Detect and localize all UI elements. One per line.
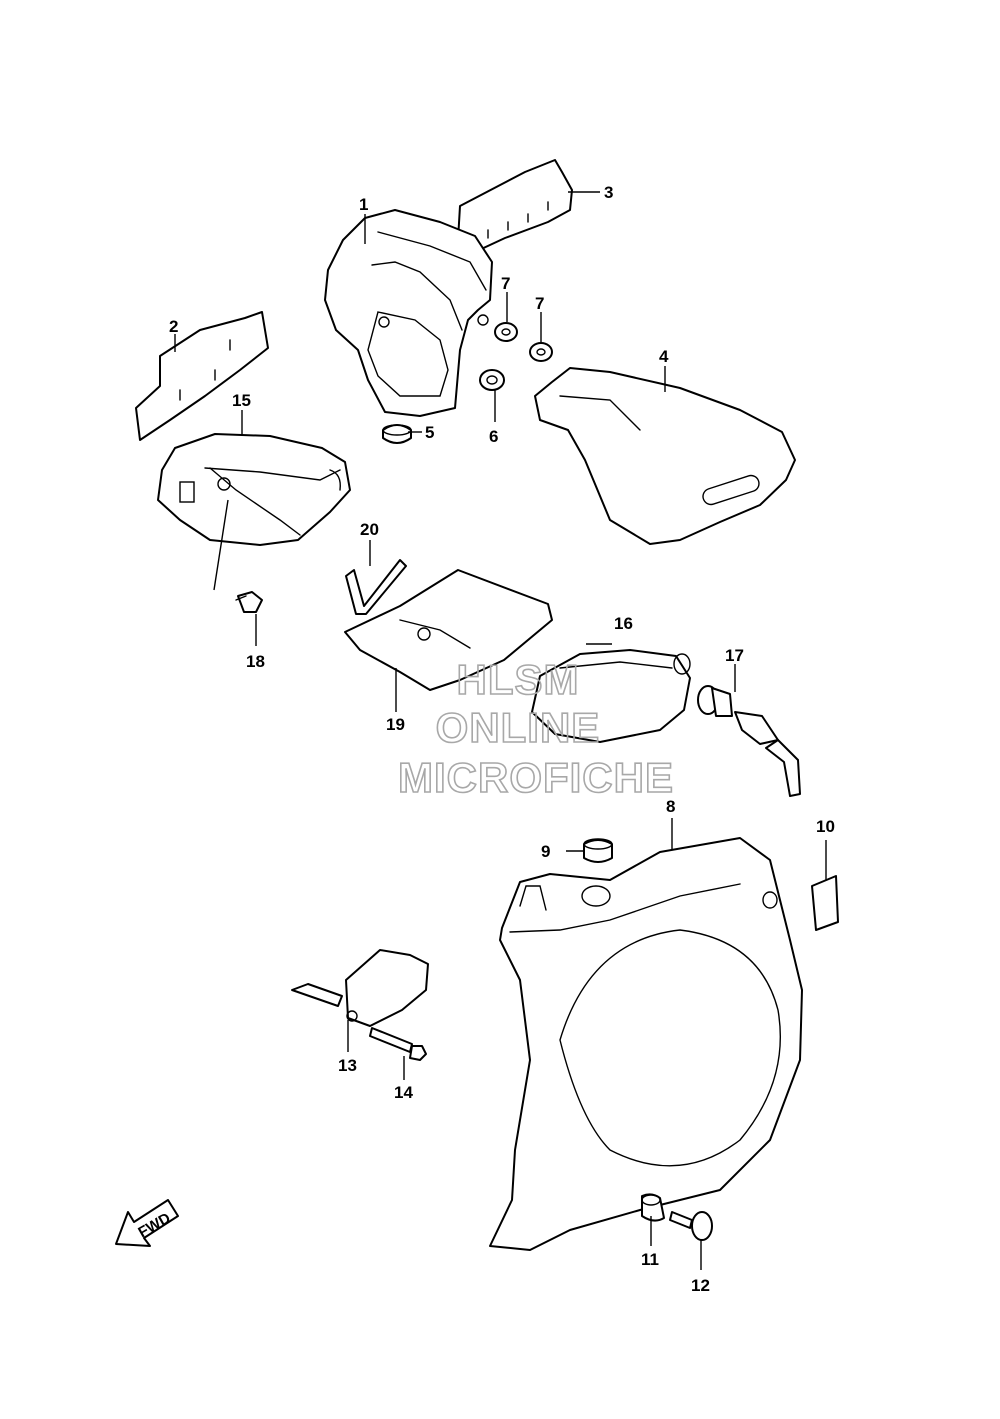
- callout-16: 16: [614, 614, 633, 633]
- callout-7-a: 7: [501, 274, 510, 293]
- part-19-tray: [344, 569, 553, 691]
- part-5-grommet: [382, 424, 412, 444]
- watermark-line-2: ONLINE: [436, 704, 601, 751]
- part-8-side-cover: [489, 837, 803, 1251]
- callout-4: 4: [659, 347, 669, 366]
- callout-3: 3: [604, 183, 613, 202]
- callout-20: 20: [360, 520, 379, 539]
- callout-2: 2: [169, 317, 178, 336]
- callout-5: 5: [425, 423, 434, 442]
- callout-6: 6: [489, 427, 498, 446]
- part-7-grommet-b: [529, 342, 553, 362]
- part-6-grommet: [479, 369, 505, 391]
- callout-9: 9: [541, 842, 550, 861]
- watermark-line-1: HLSM: [457, 656, 580, 703]
- part-10-label: [811, 875, 839, 931]
- callout-13: 13: [338, 1056, 357, 1075]
- callout-7-b: 7: [535, 294, 544, 313]
- part-13-bracket: [291, 949, 429, 1027]
- part-2-plate: [135, 311, 269, 441]
- callout-12: 12: [691, 1276, 710, 1295]
- callout-19: 19: [386, 715, 405, 734]
- part-11-grommet: [641, 1193, 665, 1222]
- callout-1: 1: [359, 195, 368, 214]
- callout-14: 14: [394, 1083, 413, 1102]
- part-17-lock-key: [697, 685, 801, 797]
- watermark-line-3: MICROFICHE: [398, 754, 674, 801]
- part-18-bolt: [235, 591, 263, 613]
- leader-lines: [174, 191, 827, 1270]
- part-12-screw: [669, 1211, 713, 1241]
- part-14-bolt: [369, 1027, 427, 1061]
- callout-15: 15: [232, 391, 251, 410]
- part-7-grommet-a: [494, 322, 518, 342]
- callout-18: 18: [246, 652, 265, 671]
- callout-11: 11: [641, 1250, 659, 1269]
- part-1-frame-cover: [324, 209, 493, 417]
- part-9-grommet: [583, 838, 613, 863]
- part-16-box: [531, 649, 691, 743]
- callout-labels: 1 2 3 4 5 6 7 7 8 9 10 11 12 13 14 15 16…: [169, 183, 835, 1295]
- callout-10: 10: [816, 817, 835, 836]
- part-15-bracket: [157, 433, 351, 546]
- callout-17: 17: [725, 646, 744, 665]
- part-20-rod: [345, 559, 407, 615]
- fwd-arrow-icon: FWD: [115, 1199, 179, 1247]
- watermark: HLSM ONLINE MICROFICHE: [397, 655, 674, 802]
- part-4-frame-cover: [534, 367, 796, 545]
- callout-8: 8: [666, 797, 675, 816]
